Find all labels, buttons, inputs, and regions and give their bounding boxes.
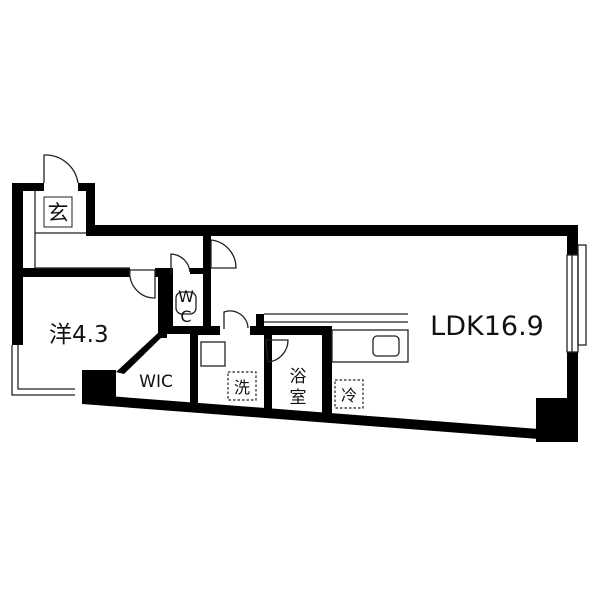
wall-left-upper — [12, 183, 23, 345]
western-window-inner — [17, 345, 75, 390]
refrigerator-space — [334, 379, 364, 409]
ldk-label: LDK16.9 — [430, 311, 544, 342]
wall-wc-bottom — [158, 326, 211, 334]
wall-wc-left — [167, 268, 173, 332]
kitchen-counter — [331, 329, 409, 363]
wall-entrance-right — [86, 183, 95, 233]
room-labels: 玄 洋4.3 W C WIC 洗 浴 室 冷 LDK16.9 — [43, 196, 544, 408]
bathroom-label-1: 浴 — [290, 367, 307, 387]
western-room-label: 洋4.3 — [49, 322, 109, 348]
doors — [43, 154, 289, 363]
wall-wic-diagonal — [116, 333, 166, 374]
entrance-door — [43, 154, 79, 184]
entrance-label: 玄 — [48, 201, 69, 225]
wall-stub — [256, 314, 264, 335]
washroom-label: 洗 — [234, 378, 250, 397]
wall-top — [86, 225, 578, 236]
washroom-door — [223, 310, 249, 329]
wall-bath-right — [322, 335, 332, 417]
western-window — [11, 345, 75, 396]
wall-western-top — [12, 268, 130, 277]
toilet-label-w: W — [178, 287, 194, 306]
ldk-door — [210, 239, 237, 269]
wall-western-right — [158, 268, 167, 338]
wall-right-lower — [567, 352, 578, 442]
entrance-label-box — [43, 196, 73, 228]
western-room-door — [129, 269, 156, 299]
washer-space — [227, 371, 257, 401]
toilet-fixture — [175, 291, 197, 315]
wall-bottom-slanted — [82, 394, 578, 442]
wall-wc-right — [203, 236, 211, 332]
wall-entrance-top — [12, 183, 44, 191]
wall-center-horizontal — [190, 326, 220, 335]
refrigerator-label: 冷 — [341, 386, 357, 405]
wall-wc-top — [190, 268, 211, 274]
dashed-boxes — [227, 371, 364, 409]
kitchen-sink — [372, 335, 400, 357]
wc-door — [170, 253, 191, 274]
wall-right-upper — [567, 225, 578, 255]
wall-wash-right — [264, 335, 272, 413]
wall-wic-right — [190, 326, 198, 406]
toilet-label-c: C — [180, 307, 191, 326]
wall-bath-top — [264, 326, 332, 335]
wic-label: WIC — [139, 372, 173, 392]
thin-lines — [11, 191, 587, 396]
bathroom-label-2: 室 — [290, 388, 307, 408]
right-window-sash — [577, 244, 587, 346]
washbasin — [200, 341, 226, 367]
bathroom-door — [265, 339, 289, 363]
